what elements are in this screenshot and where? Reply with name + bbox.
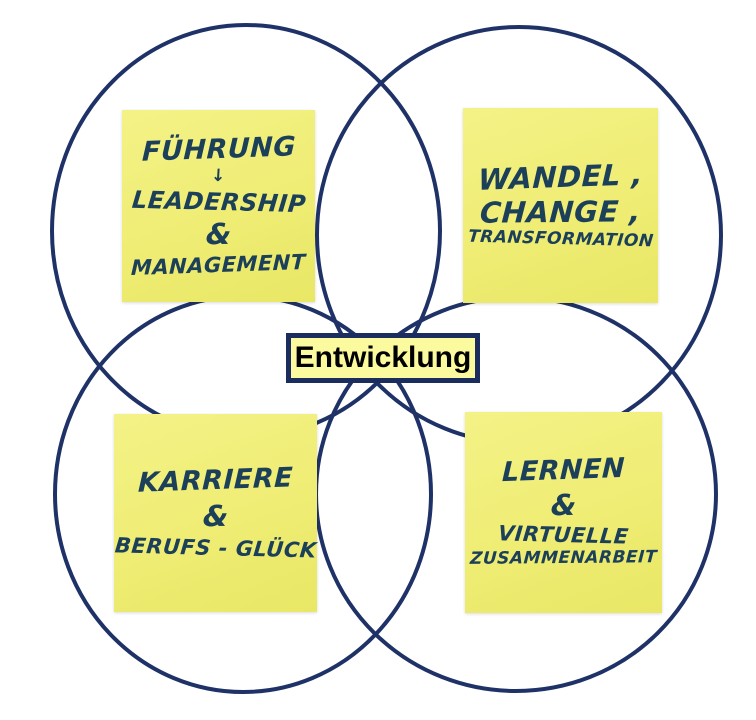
sticky-note-leadership: FÜHRUNG ↓ LEADERSHIP & MANAGEMENT xyxy=(122,110,315,302)
note-line: BERUFS - GLÜCK xyxy=(113,533,318,563)
note-line: LEADERSHIP xyxy=(130,186,307,219)
ampersand: & xyxy=(204,217,233,252)
sticky-note-change: WANDEL , CHANGE , TRANSFORMATION xyxy=(463,108,658,303)
note-line: FÜHRUNG xyxy=(141,131,296,168)
note-line: WANDEL , xyxy=(477,157,644,198)
note-line: VIRTUELLE xyxy=(497,521,630,549)
note-line: TRANSFORMATION xyxy=(466,226,655,252)
note-line: ZUSAMMENARBEIT xyxy=(469,547,658,569)
ampersand: & xyxy=(549,487,578,522)
down-arrow-icon: ↓ xyxy=(210,166,227,187)
note-line: KARRIERE xyxy=(137,461,294,499)
note-line: LERNEN xyxy=(501,452,626,489)
note-line: MANAGEMENT xyxy=(130,249,307,280)
note-line: CHANGE , xyxy=(478,193,643,230)
ampersand: & xyxy=(201,498,230,534)
sticky-note-karriere: KARRIERE & BERUFS - GLÜCK xyxy=(114,414,317,612)
center-label-box: Entwicklung xyxy=(286,333,480,383)
center-label: Entwicklung xyxy=(294,341,472,374)
sticky-note-lernen: LERNEN & VIRTUELLE ZUSAMMENARBEIT xyxy=(465,412,662,613)
